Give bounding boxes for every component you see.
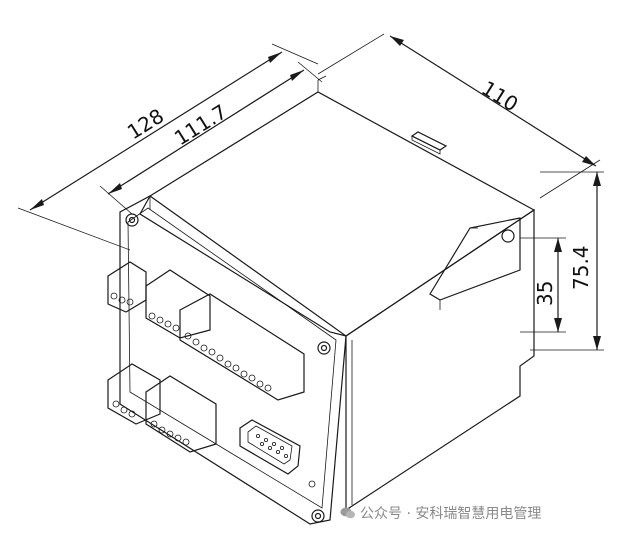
wechat-icon [340, 506, 356, 520]
terminal-block-1 [107, 261, 147, 313]
screw-top-right [317, 341, 331, 355]
dim-label-75-4: 75.4 [569, 245, 593, 290]
dim-label-110: 110 [477, 76, 522, 117]
watermark-text: 公众号 · 安科瑞智慧用电管理 [360, 506, 542, 522]
terminal-block-2 [145, 269, 211, 339]
dim-label-35: 35 [533, 281, 557, 306]
dimension-110: 110 [317, 33, 601, 199]
dimension-128: 128 [17, 43, 319, 251]
terminal-block-5 [145, 375, 217, 453]
dim-label-111-7: 111.7 [170, 100, 231, 151]
dimension-75-4: 75.4 [530, 171, 604, 351]
watermark: 公众号 · 安科瑞智慧用电管理 [340, 503, 541, 523]
terminal-block-3 [179, 293, 305, 401]
dimension-35: 35 [520, 237, 566, 333]
screw-top-left [125, 213, 139, 227]
terminal-block-4 [107, 363, 161, 425]
screw-bottom-right [311, 509, 325, 523]
db9-connector [239, 419, 301, 475]
front-panel [119, 195, 347, 525]
